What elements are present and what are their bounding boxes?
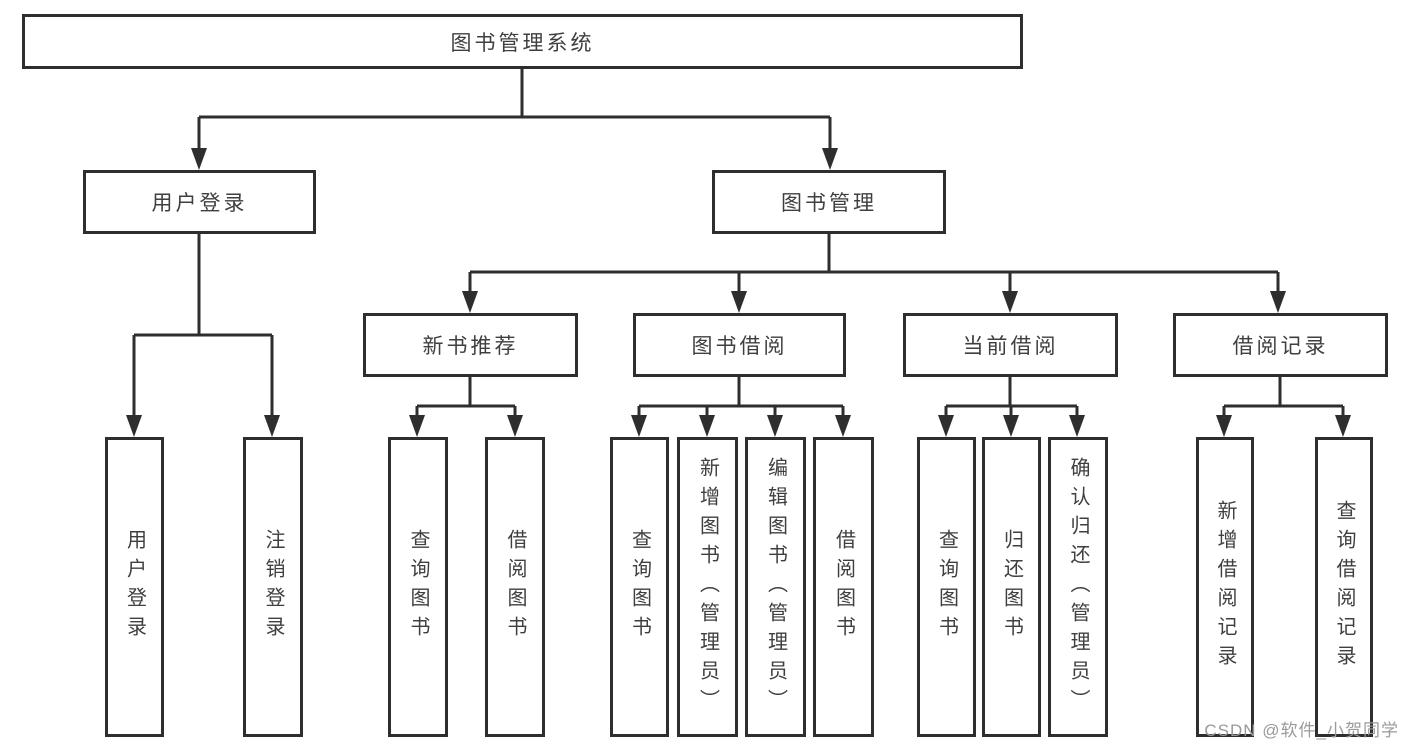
node-label: 查询图书: [628, 529, 651, 645]
arrow-down-icon: [507, 415, 523, 437]
node-label: 借阅图书: [832, 529, 855, 645]
node-leaf-borrow-books-1: 借阅图书: [485, 437, 545, 737]
arrow-down-icon: [1069, 415, 1085, 437]
arrow-down-icon: [699, 415, 715, 437]
arrow-down-icon: [938, 415, 954, 437]
node-leaf-add-borrow-record: 新增借阅记录: [1196, 437, 1254, 737]
node-label: 注销登录: [262, 529, 284, 645]
node-label: 新书推荐: [422, 335, 519, 358]
node-leaf-query-books-3: 查询图书: [917, 437, 976, 737]
arrow-down-icon: [1002, 291, 1018, 313]
node-new-book-recommend: 新书推荐: [363, 313, 578, 377]
node-leaf-logout: 注销登录: [243, 437, 303, 737]
node-label: 图书管理: [781, 192, 877, 215]
node-label: 查询借阅记录: [1333, 500, 1355, 674]
arrow-down-icon: [409, 415, 425, 437]
arrow-down-icon: [731, 291, 747, 313]
node-label: 借阅图书: [504, 529, 526, 645]
node-leaf-return-books: 归还图书: [982, 437, 1041, 737]
arrow-down-icon: [835, 415, 851, 437]
arrow-down-icon: [1335, 415, 1351, 437]
node-library-management-system: 图书管理系统: [22, 14, 1023, 69]
node-label: 用户登录: [123, 529, 146, 645]
connector-lines: [132, 68, 1345, 419]
node-label: 归还图书: [1000, 529, 1023, 645]
node-user-login: 用户登录: [83, 170, 316, 234]
arrow-down-icon: [191, 148, 207, 170]
arrow-down-icon: [1003, 415, 1019, 437]
node-label: 确认归还（管理员）: [1067, 456, 1089, 718]
node-leaf-query-books-2: 查询图书: [610, 437, 669, 737]
node-leaf-borrow-books-2: 借阅图书: [813, 437, 874, 737]
node-label: 当前借阅: [962, 335, 1059, 358]
arrow-down-icon: [1216, 415, 1232, 437]
node-borrowing-records: 借阅记录: [1173, 313, 1388, 377]
node-leaf-query-books-1: 查询图书: [388, 437, 448, 737]
arrow-down-icon: [462, 291, 478, 313]
node-label: 编辑图书（管理员）: [764, 456, 787, 718]
arrow-down-icon: [822, 148, 838, 170]
node-leaf-confirm-return-admin: 确认归还（管理员）: [1048, 437, 1108, 737]
node-label: 新增借阅记录: [1214, 500, 1236, 674]
node-leaf-add-book-admin: 新增图书（管理员）: [677, 437, 738, 737]
node-book-borrowing: 图书借阅: [633, 313, 846, 377]
node-current-borrowing: 当前借阅: [903, 313, 1118, 377]
arrow-down-icon: [767, 415, 783, 437]
node-label: 用户登录: [151, 192, 248, 215]
node-label: 图书借阅: [691, 335, 788, 358]
node-label: 查询图书: [935, 529, 958, 645]
node-leaf-query-borrow-record: 查询借阅记录: [1315, 437, 1373, 737]
node-leaf-user-login: 用户登录: [105, 437, 164, 737]
node-label: 查询图书: [407, 529, 429, 645]
node-label: 借阅记录: [1232, 335, 1329, 358]
node-label: 图书管理系统: [450, 31, 595, 55]
arrow-down-icon: [631, 415, 647, 437]
node-book-management: 图书管理: [712, 170, 946, 234]
arrow-down-icon: [1270, 291, 1286, 313]
node-leaf-edit-book-admin: 编辑图书（管理员）: [745, 437, 806, 737]
node-label: 新增图书（管理员）: [696, 456, 719, 718]
arrow-down-icon: [264, 415, 280, 437]
arrow-down-icon: [126, 415, 142, 437]
watermark: CSDN @软件_小贺同学: [1204, 721, 1399, 740]
